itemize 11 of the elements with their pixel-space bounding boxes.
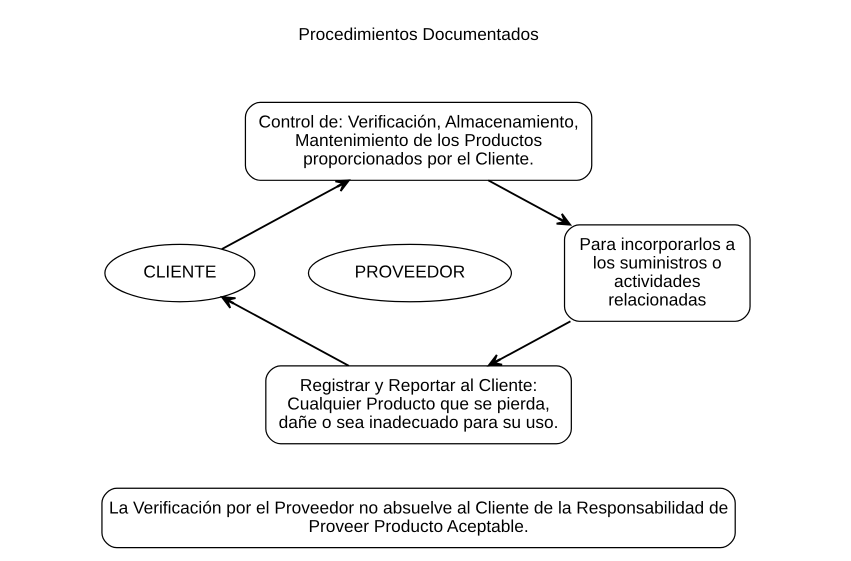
node-box: Control de: Verificación, Almacenamiento, Mantenimiento de los Productos proporcionados por el Cliente.	[244, 102, 592, 181]
arrow	[487, 180, 571, 226]
node-box: Para incorporarlos a los suministros o actividades relacionadas	[563, 224, 750, 322]
node-ellipse: CLIENTE	[104, 244, 255, 302]
node-box: La Verificación por el Proveedor no absuelve al Cliente de la Responsabilidad de Proveer Producto Aceptable.	[100, 488, 736, 548]
arrow	[220, 296, 349, 367]
arrow	[220, 179, 350, 250]
node-ellipse: PROVEEDOR	[307, 244, 512, 302]
arrow	[487, 320, 570, 367]
node-box: Registrar y Reportar al Cliente: Cualquier Producto que se pierda, dañe o sea inadecuado para su uso.	[264, 365, 572, 444]
node-label: Procedimientos Documentados	[298, 24, 538, 44]
